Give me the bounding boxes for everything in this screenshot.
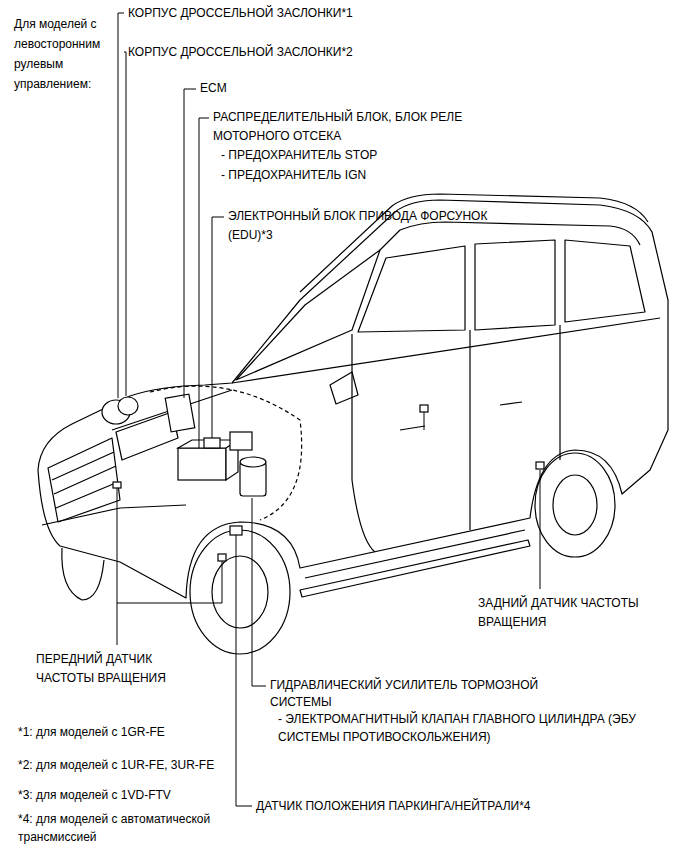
brake-booster-top [240, 457, 266, 467]
side-mirror [330, 372, 358, 404]
step [300, 540, 530, 597]
engine-bay [150, 386, 302, 520]
leader-line [124, 52, 126, 396]
grille-bar [52, 452, 118, 508]
front-speed-sensor [218, 554, 226, 561]
leader-line [252, 498, 266, 686]
part-label: КОРПУС ДРОССЕЛЬНОЙ ЗАСЛОНКИ*2 [128, 43, 353, 62]
part-label: *2: для моделей с 1UR-FE, 3UR-FE [18, 756, 248, 775]
leader-line [118, 13, 124, 398]
left-front-wheel [62, 548, 104, 600]
part-label: ГИДРАВЛИЧЕСКИЙ УСИЛИТЕЛЬ ТОРМОЗНОЙ СИСТЕ… [270, 677, 600, 711]
part-label: КОРПУС ДРОССЕЛЬНОЙ ЗАСЛОНКИ*1 [128, 4, 353, 23]
part-label: ECM [200, 79, 227, 98]
rear-wheel [535, 453, 615, 557]
bumper [42, 505, 186, 525]
side-window [565, 240, 645, 322]
part-label: Для моделей с левосторонним рулевым упра… [14, 14, 114, 94]
leader-line [117, 488, 222, 603]
edu [204, 438, 220, 448]
door-line [559, 325, 560, 460]
front-rim [212, 556, 268, 628]
belt-line [232, 318, 660, 383]
part-label: - ЭЛЕКТРОМАГНИТНЫЙ КЛАПАН ГЛАВНОГО ЦИЛИН… [278, 710, 640, 746]
part-label: ДАТЧИК ПОЛОЖЕНИЯ ПАРКИНГА/НЕЙТРАЛИ*4 [256, 797, 531, 816]
rear-speed-sensor [420, 405, 428, 412]
windshield [236, 250, 380, 380]
part-label: *3: для моделей с 1VD-FTV [18, 786, 248, 805]
side-window [475, 240, 555, 330]
leader-line [199, 118, 209, 448]
front-speed-sensor [113, 482, 121, 488]
door-line [352, 334, 375, 552]
throttle-body [118, 397, 138, 415]
part-label: - ПРЕДОХРАНИТЕЛЬ STOP [221, 146, 377, 165]
ecm [165, 394, 195, 432]
park-neutral-switch [230, 526, 242, 535]
part-label: РАСПРЕДЕЛИТЕЛЬНЫЙ БЛОК, БЛОК РЕЛЕ МОТОРН… [213, 108, 513, 146]
leader-line [212, 217, 224, 438]
part-label: ЭЛЕКТРОННЫЙ БЛОК ПРИВОДА ФОРСУНОК (EDU)*… [228, 207, 493, 245]
part-label: *4: для моделей с автоматической трансми… [18, 810, 243, 846]
leader-line [540, 470, 541, 589]
booster-reservoir [230, 432, 252, 450]
door-line [469, 330, 470, 530]
part-label: ЗАДНИЙ ДАТЧИК ЧАСТОТЫ ВРАЩЕНИЯ [478, 594, 653, 632]
rear-speed-sensor [536, 462, 544, 469]
front-wheel [190, 530, 290, 654]
leader-line [236, 535, 252, 806]
roof-line [380, 222, 640, 250]
leader-line [184, 89, 196, 398]
part-label: ПЕРЕДНИЙ ДАТЧИК ЧАСТОТЫ ВРАЩЕНИЯ [36, 650, 196, 688]
leader-line [117, 603, 118, 645]
door-handle [500, 402, 522, 405]
part-label: *1: для моделей с 1GR-FE [18, 723, 248, 742]
grille [48, 438, 120, 522]
relay-box [178, 448, 226, 480]
car-body [38, 200, 668, 598]
door-handle [400, 426, 425, 430]
rear-rim [553, 475, 597, 535]
leader-line [424, 412, 425, 430]
part-label: - ПРЕДОХРАНИТЕЛЬ IGN [221, 166, 366, 185]
side-window [358, 246, 465, 332]
